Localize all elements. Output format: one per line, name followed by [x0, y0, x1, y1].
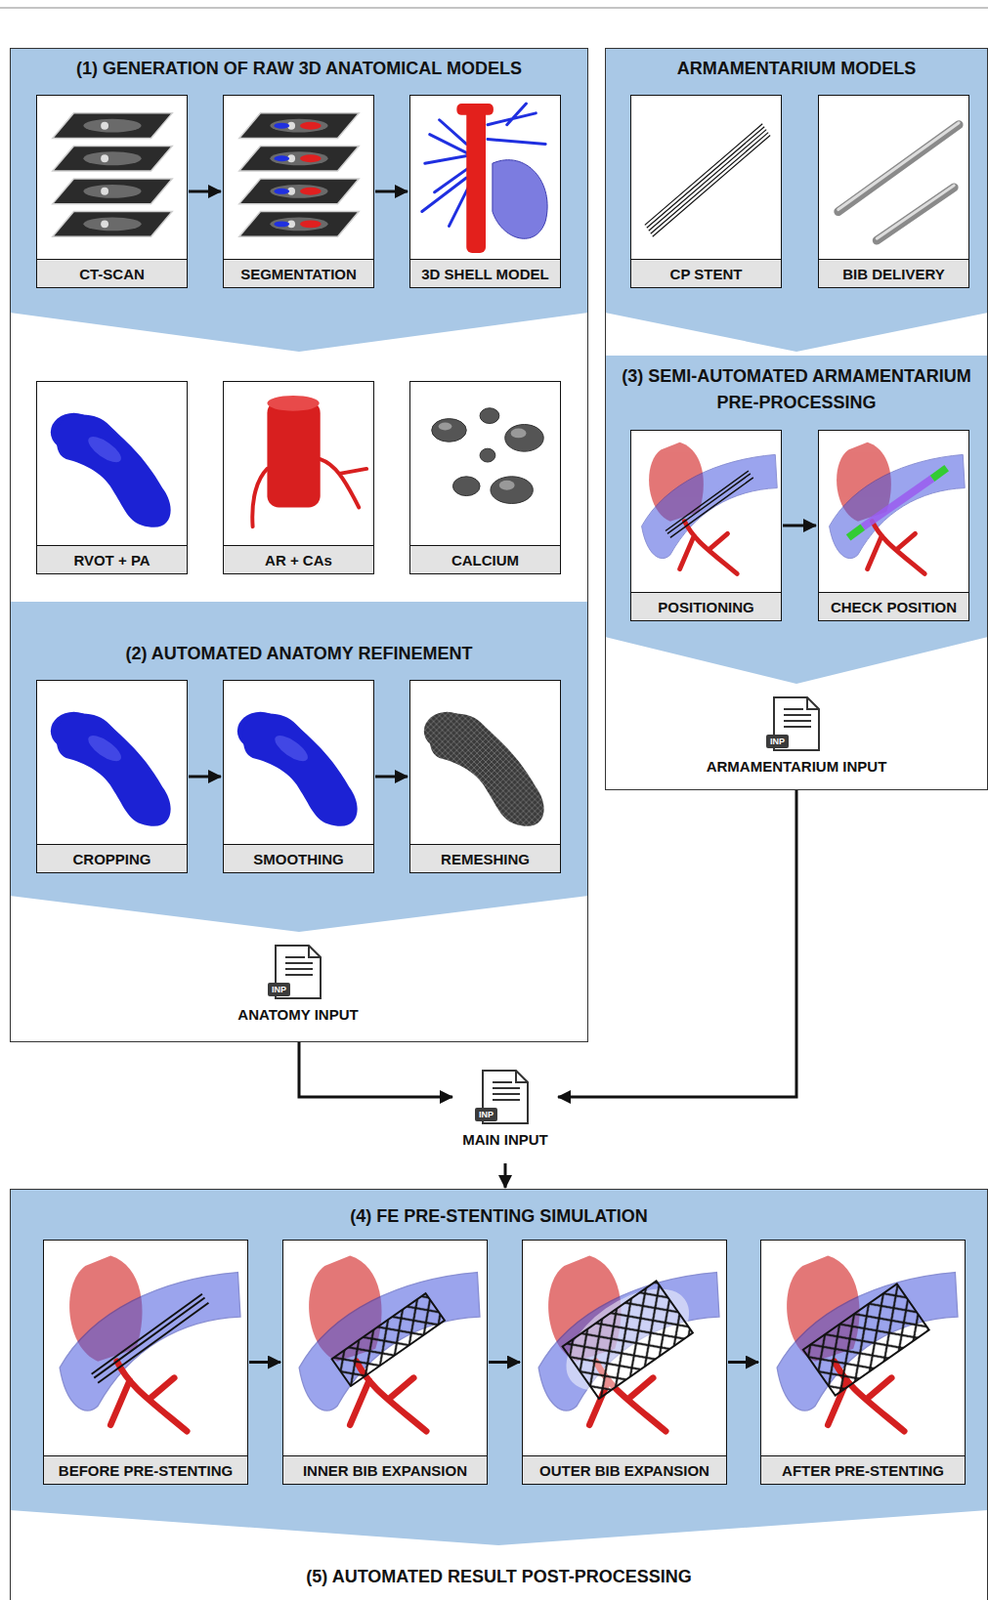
tile-caption: CP STENT — [631, 258, 781, 288]
image-tile: AR + CAs — [222, 381, 375, 575]
tile-caption: CHECK POSITION — [818, 592, 969, 621]
tile-caption: AR + CAs — [223, 545, 374, 574]
text-slot: INP — [267, 979, 291, 997]
text-slot: MAIN INPUT — [454, 1131, 557, 1150]
section-heading: (2) AUTOMATED ANATOMY REFINEMENT — [9, 641, 589, 668]
section-heading: (1) GENERATION OF RAW 3D ANATOMICAL MODE… — [9, 55, 589, 83]
image-tile: INNER BIB EXPANSION — [282, 1240, 488, 1486]
file-label: MAIN INPUT — [454, 1131, 557, 1150]
image-tile: SEGMENTATION — [222, 94, 375, 289]
flow-arrow — [782, 524, 817, 528]
flow-arrow — [249, 1361, 281, 1365]
tile-caption: CALCIUM — [410, 545, 560, 574]
tile-caption: INNER BIB EXPANSION — [283, 1456, 487, 1485]
tile-caption: SMOOTHING — [223, 844, 374, 873]
tile-caption: RVOT + PA — [37, 545, 187, 574]
flow-arrow — [299, 1042, 453, 1098]
tile-caption: BIB DELIVERY — [818, 258, 969, 288]
tile-caption: AFTER PRE-STENTING — [761, 1456, 965, 1485]
flow-arrow — [188, 775, 221, 779]
file-badge: INP — [766, 734, 789, 749]
image-tile: REMESHING — [409, 680, 561, 874]
tile-caption: OUTER BIB EXPANSION — [522, 1456, 727, 1485]
section-heading: (3) SEMI-AUTOMATED ARMAMENTARIUM PRE-PRO… — [605, 363, 988, 417]
flow-arrow — [488, 1361, 520, 1365]
text-slot: ARMAMENTARIUM MODELS — [604, 55, 988, 83]
tile-caption: BEFORE PRE-STENTING — [43, 1456, 248, 1485]
workflow-panel: (4) FE PRE-STENTING SIMULATION (5) AUTOMA… — [9, 1189, 988, 1600]
workflow-panel: ARMAMENTARIUM MODELS CP STENT BIB DELIVERY… — [604, 47, 988, 791]
section-heading: (4) FE PRE-STENTING SIMULATION — [9, 1203, 988, 1231]
workflow-panel: (1) GENERATION OF RAW 3D ANATOMICAL MODE… — [9, 47, 589, 1043]
text-slot: (5) AUTOMATED RESULT POST-PROCESSING — [9, 1564, 988, 1591]
image-tile: BEFORE PRE-STENTING — [42, 1240, 249, 1486]
step-band: (3) SEMI-AUTOMATED ARMAMENTARIUM PRE-PRO… — [604, 355, 988, 685]
input-file-icon: INP ANATOMY INPUT — [224, 944, 372, 1032]
image-tile: 3D SHELL MODEL — [409, 94, 561, 289]
input-file-icon: INP ARMAMENTARIUM INPUT — [693, 695, 900, 782]
image-tile: RVOT + PA — [36, 381, 188, 575]
image-tile: AFTER PRE-STENTING — [760, 1240, 966, 1486]
step-band: (2) AUTOMATED ANATOMY REFINEMENT CROPPING… — [9, 601, 589, 933]
tile-illustrations — [50, 103, 965, 1432]
flow-arrow — [728, 1361, 759, 1365]
image-tile: CHECK POSITION — [817, 429, 970, 622]
tile-caption: POSITIONING — [631, 592, 781, 621]
text-slot: ANATOMY INPUT — [224, 1006, 372, 1025]
file-badge: INP — [267, 983, 291, 997]
image-tile: CP STENT — [630, 94, 782, 289]
flow-arrow — [504, 1163, 508, 1189]
image-tile: SMOOTHING — [222, 680, 375, 874]
tile-caption: SEGMENTATION — [223, 258, 374, 288]
text-slot: (2) AUTOMATED ANATOMY REFINEMENT — [9, 641, 589, 668]
text-slot: (4) FE PRE-STENTING SIMULATION — [9, 1203, 988, 1231]
flow-arrow — [375, 775, 408, 779]
flow-arrow — [375, 190, 408, 194]
tile-caption: CT-SCAN — [37, 258, 187, 288]
text-slot: ARMAMENTARIUM INPUT — [693, 758, 900, 776]
image-tile: CT-SCAN — [36, 94, 188, 289]
file-label: ANATOMY INPUT — [224, 1006, 372, 1025]
flow-arrow — [558, 790, 797, 1098]
file-badge: INP — [474, 1108, 498, 1122]
top-rule — [0, 7, 988, 9]
image-tile: CALCIUM — [409, 381, 561, 575]
input-file-icon: INP MAIN INPUT — [454, 1069, 557, 1163]
image-tile: BIB DELIVERY — [817, 94, 970, 289]
image-tile: OUTER BIB EXPANSION — [521, 1240, 728, 1486]
tile-caption: REMESHING — [410, 844, 560, 873]
section-heading: (5) AUTOMATED RESULT POST-PROCESSING — [9, 1564, 988, 1591]
text-slot: (1) GENERATION OF RAW 3D ANATOMICAL MODE… — [9, 55, 589, 83]
image-tile: POSITIONING — [630, 429, 782, 622]
text-slot: (3) SEMI-AUTOMATED ARMAMENTARIUM PRE-PRO… — [605, 363, 988, 417]
text-slot: INP — [766, 730, 789, 749]
section-heading: ARMAMENTARIUM MODELS — [604, 55, 988, 83]
step-bands — [9, 47, 988, 1547]
image-tile: CROPPING — [36, 680, 188, 874]
tile-caption: CROPPING — [37, 844, 187, 873]
text-slot: INP — [474, 1104, 498, 1122]
flow-arrow — [188, 190, 221, 194]
tile-caption: 3D SHELL MODEL — [410, 258, 560, 288]
file-label: ARMAMENTARIUM INPUT — [693, 758, 900, 776]
